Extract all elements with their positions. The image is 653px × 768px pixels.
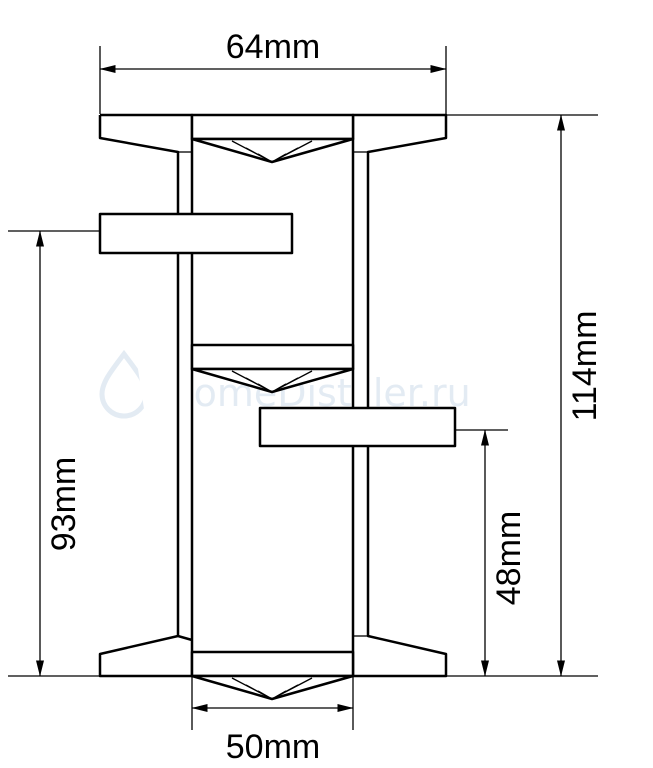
dimension-label-right-height: 48mm <box>490 511 528 605</box>
packing-element-bottom <box>190 650 355 701</box>
dimension-lines <box>36 65 565 712</box>
packing-element-middle <box>190 343 355 394</box>
right-wall <box>351 113 448 678</box>
dimension-label-total-height: 114mm <box>566 311 604 422</box>
dimension-label-top-width: 64mm <box>226 28 320 66</box>
left-inlet-pipe <box>98 212 294 255</box>
dimension-label-bottom-width: 50mm <box>226 728 320 766</box>
packing-element-top <box>190 113 355 164</box>
dimension-label-left-height: 93mm <box>45 457 83 551</box>
right-inlet-pipe <box>258 406 457 448</box>
